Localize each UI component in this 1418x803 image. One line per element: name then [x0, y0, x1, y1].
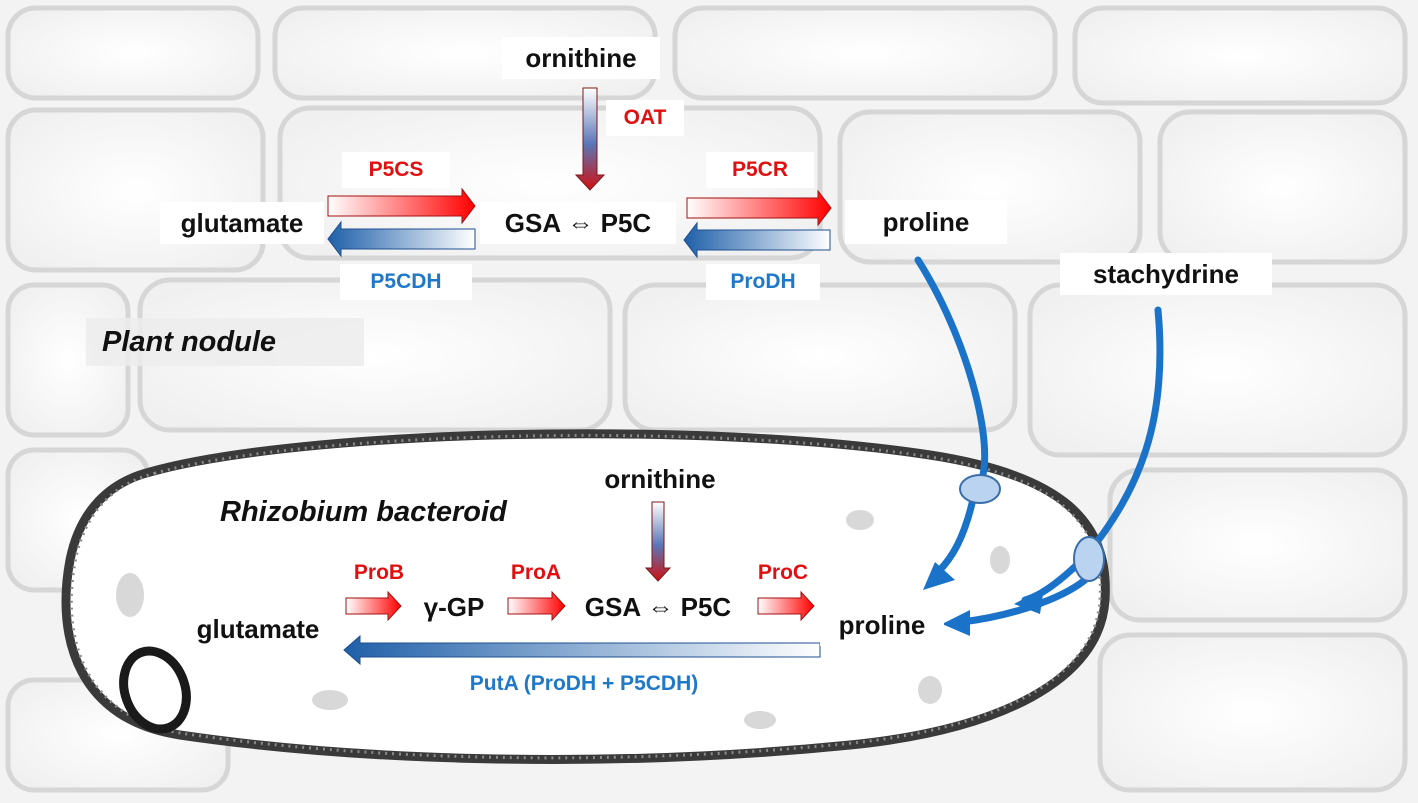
prob-arrow [345, 590, 402, 622]
stachydrine-to-proline-arrowhead [942, 610, 970, 636]
p5cs-arrow [327, 187, 476, 225]
plant-glutamate: glutamate [160, 202, 324, 244]
p5cr-arrow [686, 189, 832, 227]
stachydrine-transporter [1073, 536, 1105, 582]
plant-cells [5, 5, 1408, 793]
bacteroid-granules [116, 510, 1010, 729]
plant-oat-label: OAT [606, 100, 684, 136]
plant-p5cs-label: P5CS [342, 152, 450, 188]
bacteroid-gsa-p5c: GSA ⇔ P5C [568, 586, 748, 628]
stachydrine-to-proline-arrow [958, 576, 1089, 626]
bacteroid-proline: proline [820, 604, 944, 646]
prodh-arrow [683, 221, 831, 259]
plant-proline: proline [845, 200, 1007, 244]
bacteroid-ornithine: ornithine [590, 458, 730, 500]
plant-prodh-label: ProDH [706, 264, 820, 300]
bacteroid-puta-label: PutA (ProDH + P5CDH) [424, 666, 744, 702]
stachydrine-transport-arrow [1021, 306, 1164, 604]
plant-stachydrine: stachydrine [1060, 253, 1272, 295]
p5cdh-arrow [327, 220, 476, 258]
bacteroid-proa-label: ProA [497, 556, 575, 590]
proline-transporter [959, 474, 1001, 504]
proline-transport-arrowhead [923, 562, 955, 590]
bacteroid-proc-label: ProC [742, 556, 824, 590]
rhizobium-bacteroid-title: Rhizobium bacteroid [204, 488, 594, 536]
oat-arrow [574, 87, 606, 191]
plant-ornithine: ornithine [502, 37, 660, 79]
bacteroid-gamma-gp: γ-GP [408, 586, 500, 628]
plant-nodule-title: Plant nodule [86, 318, 364, 366]
proc-arrow [757, 590, 815, 622]
puta-arrow [343, 634, 821, 666]
polyphosphate-granule [119, 646, 191, 734]
plant-p5cr-label: P5CR [706, 152, 814, 188]
plant-gsa-p5c: GSA ⇔ P5C [480, 202, 676, 244]
plant-p5cdh-label: P5CDH [340, 264, 472, 300]
bacteroid-prob-label: ProB [338, 556, 420, 590]
bacteroid-ornithine-arrow [644, 501, 672, 582]
proa-arrow [507, 590, 566, 622]
bacteroid-glutamate: glutamate [178, 608, 338, 650]
